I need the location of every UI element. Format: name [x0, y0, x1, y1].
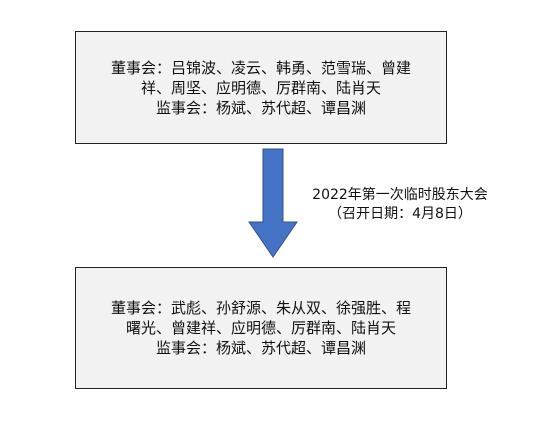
down-arrow-icon [248, 148, 298, 258]
before-supervisory-line: 监事会：杨斌、苏代超、谭昌渊 [155, 98, 366, 117]
after-board-line-2: 曙光、曾建祥、应明德、厉群南、陆肖天 [125, 319, 396, 337]
meeting-date: （召开日期：4月8日） [328, 206, 472, 222]
before-governance-box: 董事会：吕锦波、凌云、韩勇、范雪瑞、曾建 祥、周坚、应明德、厉群南、陆肖天 监事… [75, 31, 447, 144]
after-board-line-1: 董事会：武彪、孙舒源、朱从双、徐强胜、程 [110, 299, 411, 317]
after-governance-box: 董事会：武彪、孙舒源、朱从双、徐强胜、程 曙光、曾建祥、应明德、厉群南、陆肖天 … [75, 267, 447, 389]
before-board-line-2: 祥、周坚、应明德、厉群南、陆肖天 [140, 78, 381, 97]
before-board-line-1: 董事会：吕锦波、凌云、韩勇、范雪瑞、曾建 [110, 58, 411, 77]
shareholder-meeting-label: 2022年第一次临时股东大会 （召开日期：4月8日） [300, 186, 500, 224]
after-supervisory-line: 监事会：杨斌、苏代超、谭昌渊 [155, 339, 366, 357]
meeting-title: 2022年第一次临时股东大会 [312, 187, 488, 203]
